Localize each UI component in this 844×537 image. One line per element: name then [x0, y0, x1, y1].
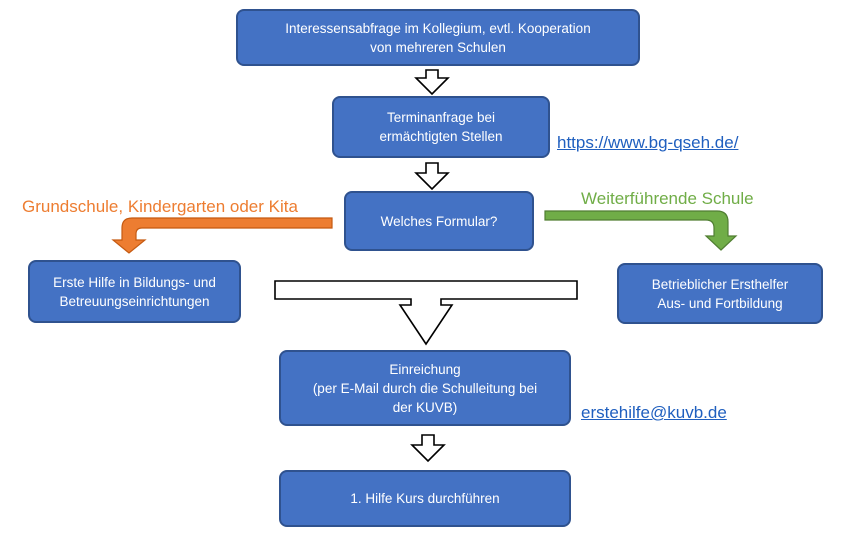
box-text-line: Erste Hilfe in Bildungs- und: [53, 274, 216, 290]
box-welches-formular: Welches Formular?: [344, 191, 534, 251]
box-text-line: Betrieblicher Ersthelfer: [651, 276, 789, 292]
website-link[interactable]: https://www.bg-qseh.de/: [557, 133, 739, 152]
box-text-line: Betreuungseinrichtungen: [59, 293, 210, 309]
box-text-line: Einreichung: [389, 361, 461, 377]
right-branch-label: Weiterführende Schule: [581, 189, 754, 208]
box-text-line: ermächtigten Stellen: [379, 129, 503, 144]
arrow-interest-to-termin: [414, 69, 450, 96]
arrow-termin-to-formular: [414, 162, 450, 191]
arrow-einreichung-to-kurs: [410, 434, 446, 463]
box-text-line: Terminanfrage bei: [386, 110, 496, 125]
box-text-line: der KUVB): [392, 399, 458, 415]
box-text-line: (per E-Mail durch die Schulleitung bei: [312, 380, 538, 396]
box-text-line: Aus- und Fortbildung: [657, 295, 783, 311]
arrow-right-branch: [544, 210, 738, 251]
box-interessensabfrage: Interessensabfrage im Kollegium, evtl. K…: [236, 9, 640, 66]
box-kurs-durchfuehren: 1. Hilfe Kurs durchführen: [279, 470, 571, 527]
arrow-merge-to-einreichung: [274, 280, 578, 346]
email-link[interactable]: erstehilfe@kuvb.de: [581, 403, 727, 422]
arrow-left-branch: [111, 217, 333, 254]
box-text-line: 1. Hilfe Kurs durchführen: [350, 491, 500, 506]
box-einreichung: Einreichung (per E-Mail durch die Schulle…: [279, 350, 571, 426]
box-text-line: Interessensabfrage im Kollegium, evtl. K…: [285, 20, 591, 36]
box-text-line: von mehreren Schulen: [370, 39, 506, 55]
box-text-line: Welches Formular?: [380, 213, 498, 229]
left-branch-label: Grundschule, Kindergarten oder Kita: [22, 197, 298, 216]
box-terminanfrage: Terminanfrage bei ermächtigten Stellen: [332, 96, 550, 158]
